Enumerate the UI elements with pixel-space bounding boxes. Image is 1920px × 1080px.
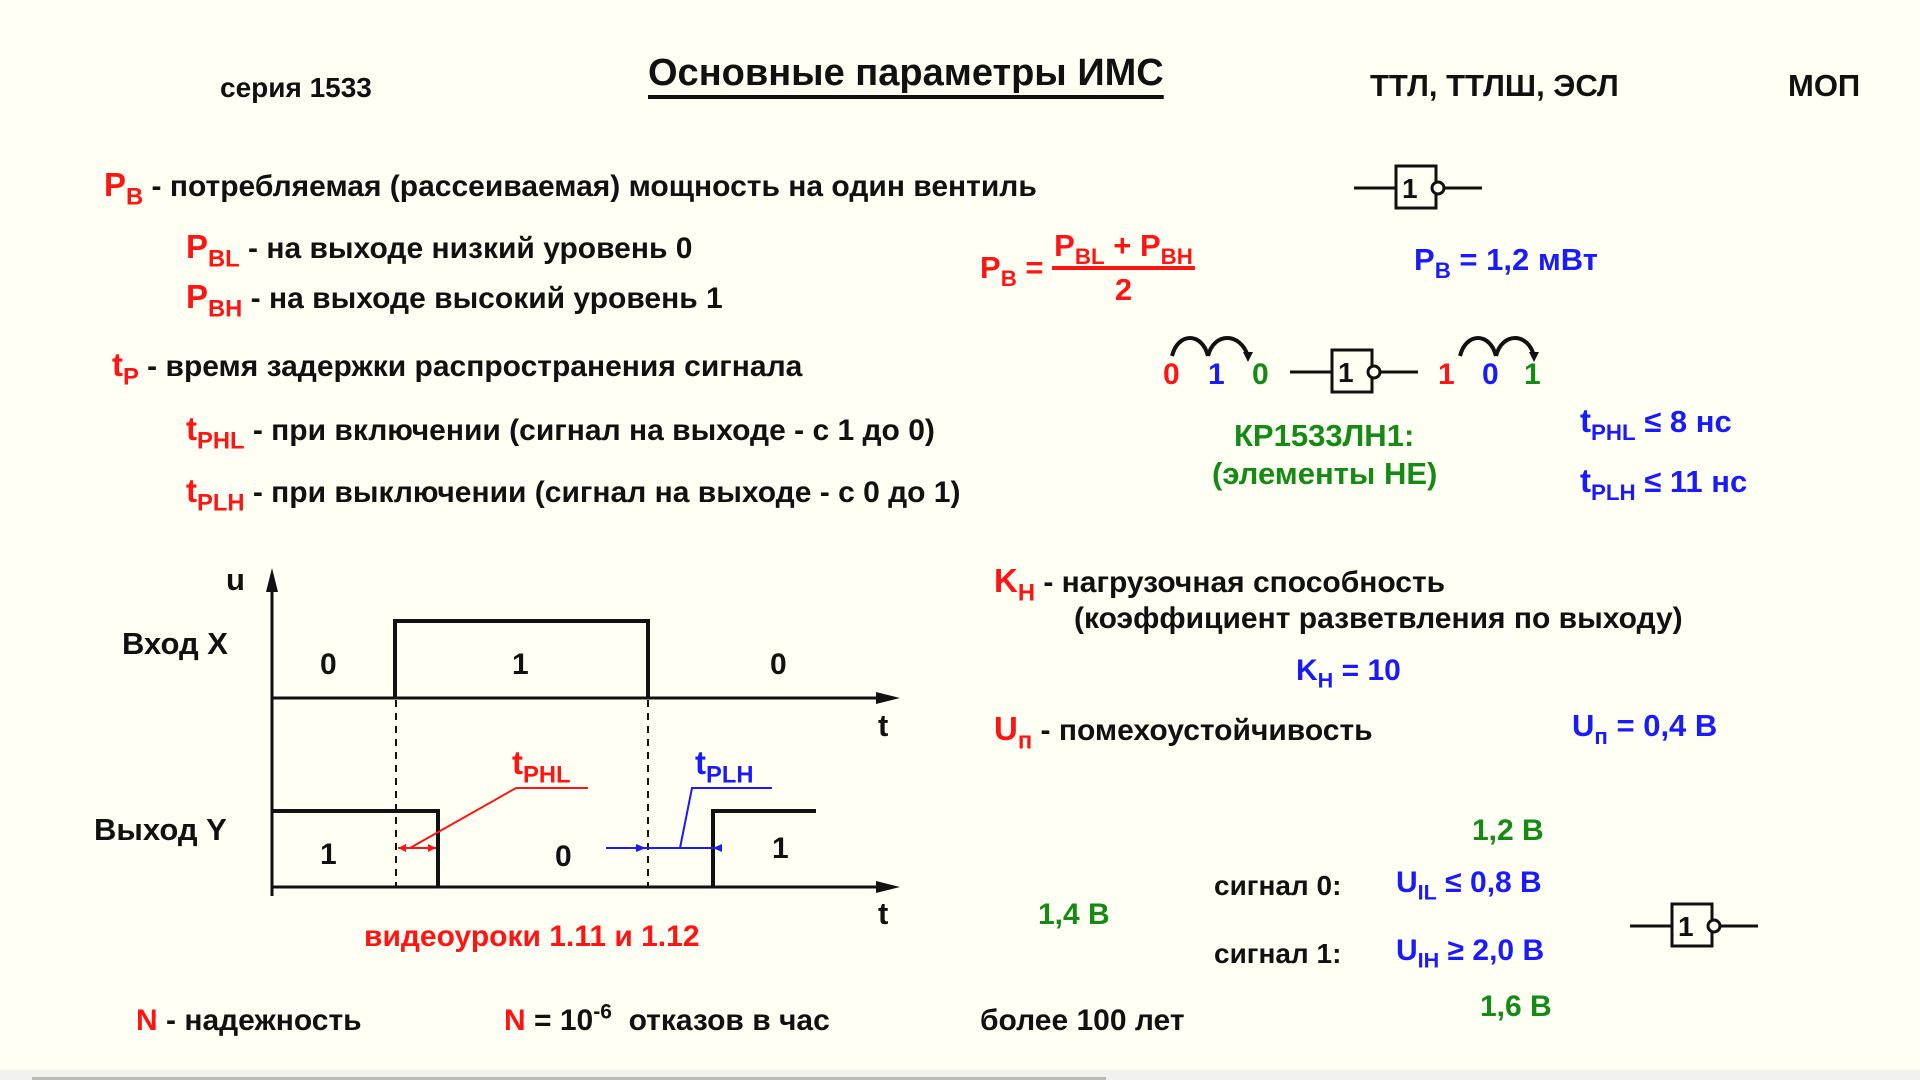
svg-text:1: 1 <box>1678 911 1694 942</box>
svg-text:0: 0 <box>1252 358 1269 391</box>
axis-t-label-top: t <box>878 708 889 743</box>
svg-text:1: 1 <box>1524 358 1541 391</box>
output-y-label: Выход Y <box>94 812 227 847</box>
svg-text:1: 1 <box>1338 357 1354 388</box>
plh-value: tPLH ≤ 11 нс <box>1580 462 1748 505</box>
delay-definition: tP - время задержки распространения сигн… <box>112 346 803 391</box>
signal-1-value: UIH ≥ 2,0 В <box>1396 934 1545 973</box>
signal-1-label: сигнал 1: <box>1214 938 1342 969</box>
input-level-1: 1 <box>512 648 529 681</box>
power-fraction: PBL + PBH 2 <box>1052 228 1195 307</box>
load-value: KH = 10 <box>1296 654 1401 693</box>
delay-plh-definition: tPLH - при выключении (сигнал на выходе … <box>186 472 961 517</box>
timing-phl-label: tPHL <box>512 744 571 789</box>
svg-text:0: 0 <box>1163 358 1180 391</box>
power-low-definition: PBL - на выходе низкий уровень 0 <box>186 228 693 273</box>
chip-description: (элементы НЕ) <box>1212 456 1438 491</box>
inverter-gate-icon: 1 <box>1354 164 1482 210</box>
level-1-2v: 1,2 В <box>1472 814 1544 847</box>
input-level-0a: 0 <box>320 648 337 681</box>
level-1-4v: 1,4 В <box>1038 898 1110 931</box>
delay-phl-definition: tPHL - при включении (сигнал на выходе -… <box>186 410 935 455</box>
phl-value: tPHL ≤ 8 нс <box>1580 402 1732 445</box>
level-1-6v: 1,6 В <box>1480 990 1552 1023</box>
power-symbol: PB <box>104 166 144 211</box>
signal-0-value: UIL ≤ 0,8 В <box>1396 866 1542 905</box>
axis-t-label-bottom: t <box>878 896 889 931</box>
series-label: серия 1533 <box>220 72 372 103</box>
reliability-value: N = 10-6 отказов в час <box>504 1000 830 1037</box>
power-formula: PB = PBL + PBH 2 <box>980 228 1195 307</box>
reliability-definition: N - надежность <box>136 1004 362 1037</box>
svg-text:1: 1 <box>1438 358 1455 391</box>
page-title: Основные параметры ИМС <box>648 52 1164 94</box>
inverter-sequence-diagram: 0 1 0 1 1 0 1 <box>1163 336 1541 394</box>
svg-text:1: 1 <box>1208 358 1225 391</box>
power-high-definition: PBH - на выходе высокий уровень 1 <box>186 278 723 323</box>
load-definition-detail: (коэффициент разветвления по выходу) <box>1074 602 1683 635</box>
output-level-1b: 1 <box>772 832 789 865</box>
chip-name: КР1533ЛН1: <box>1234 418 1415 453</box>
power-value: PB = 1,2 мВт <box>1414 242 1598 283</box>
input-x-label: Вход X <box>122 626 228 661</box>
reliability-years: более 100 лет <box>980 1004 1185 1037</box>
svg-text:1: 1 <box>1402 173 1418 204</box>
noise-value: Uп = 0,4 В <box>1572 708 1718 749</box>
svg-text:0: 0 <box>1482 358 1499 391</box>
timing-plh-label: tPLH <box>695 744 754 789</box>
column-header-mop: МОП <box>1788 68 1861 103</box>
timing-diagram <box>266 568 900 896</box>
output-level-0: 0 <box>555 840 572 873</box>
video-lessons-note: видеоуроки 1.11 и 1.12 <box>364 920 700 953</box>
inverter-gate-icon: 1 <box>1630 902 1758 948</box>
axis-u-label: u <box>226 562 245 597</box>
horizontal-scrollbar[interactable] <box>0 1070 1920 1080</box>
input-level-0b: 0 <box>770 648 787 681</box>
power-definition: PB - потребляемая (рассеиваемая) мощност… <box>104 166 1037 211</box>
scrollbar-thumb[interactable] <box>32 1077 1106 1080</box>
signal-0-label: сигнал 0: <box>1214 870 1342 901</box>
load-definition: KH - нагрузочная способность <box>994 562 1446 607</box>
output-level-1a: 1 <box>320 838 337 871</box>
noise-definition: Uп - помехоустойчивость <box>994 710 1373 755</box>
column-header-ttl: ТТЛ, ТТЛШ, ЭСЛ <box>1370 68 1619 103</box>
